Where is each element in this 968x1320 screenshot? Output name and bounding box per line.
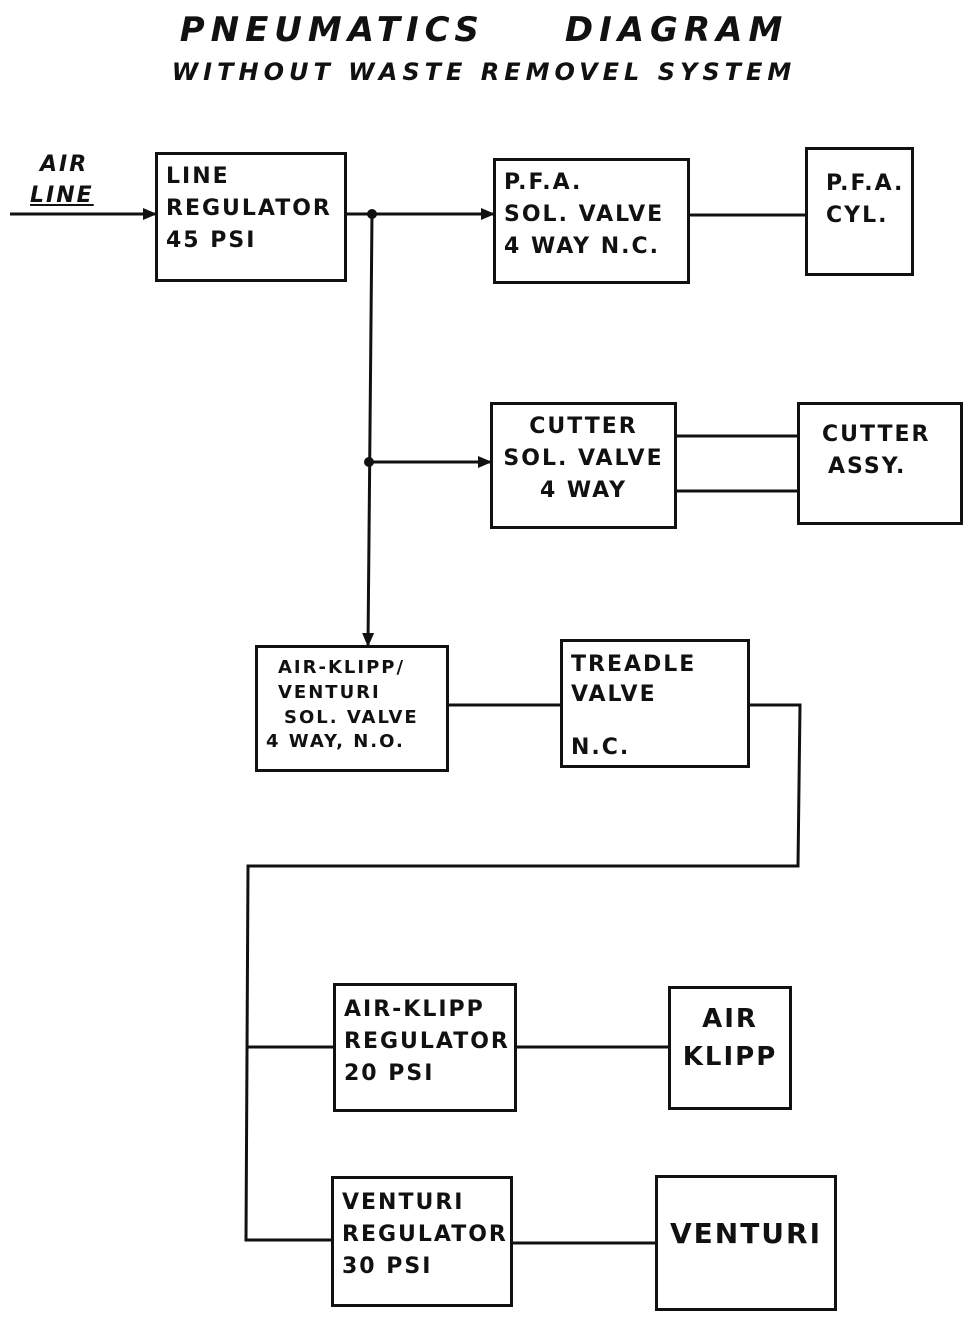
pfa-sol-valve-block: P.F.A. SOL. VALVE 4 WAY N.C. <box>493 158 690 284</box>
title-word-pneumatics: PNEUMATICS <box>179 10 485 50</box>
pfa-cyl-block: P.F.A. CYL. <box>805 147 914 276</box>
akv-valve-line1: AIR-KLIPP/ <box>278 657 406 678</box>
venturi-regulator-line2: REGULATOR <box>342 1221 508 1247</box>
treadle-line4: N.C. <box>571 735 631 761</box>
treadle-line1: TREADLE <box>571 652 697 677</box>
air-klipp-line2: KLIPP <box>682 1041 778 1072</box>
air-line-label-line2: LINE <box>30 182 94 208</box>
title-word-diagram: DIAGRAM <box>564 10 789 50</box>
cutter-valve-line1: CUTTER <box>529 414 638 439</box>
cutter-valve-line3: 4 WAY <box>539 477 628 503</box>
air-klipp-line1: AIR <box>702 1004 758 1034</box>
air-klipp-block: AIR KLIPP <box>668 986 792 1110</box>
cutter-assy-line1: CUTTER <box>822 422 931 447</box>
akv-valve-line4: 4 WAY, N.O. <box>266 731 405 753</box>
pfa-valve-line2: SOL. VALVE <box>504 201 665 227</box>
cutter-assy-line2: ASSY. <box>828 453 907 479</box>
venturi-regulator-block: VENTURI REGULATOR 30 PSI <box>331 1176 513 1307</box>
venturi-regulator-line1: VENTURI <box>342 1190 465 1215</box>
line-regulator-line2: REGULATOR <box>166 195 332 221</box>
air-klipp-venturi-valve-block: AIR-KLIPP/ VENTURI SOL. VALVE 4 WAY, N.O… <box>255 645 449 772</box>
junction-dot-top <box>367 209 377 219</box>
junction-dot-cutter <box>364 457 374 467</box>
venturi-regulator-line3: 30 PSI <box>342 1253 433 1279</box>
line-regulator-line3: 45 PSI <box>166 227 257 253</box>
cutter-assy-block: CUTTER ASSY. <box>797 402 963 525</box>
air-line-label-line1: AIR <box>40 152 89 177</box>
treadle-line3 <box>571 709 739 733</box>
pfa-valve-line3: 4 WAY N.C. <box>504 233 661 259</box>
ak-regulator-line1: AIR-KLIPP <box>344 997 485 1022</box>
cutter-valve-line2: SOL. VALVE <box>503 445 664 471</box>
line-regulator-block: LINE REGULATOR 45 PSI <box>155 152 347 282</box>
line-regulator-line1: LINE <box>166 164 230 189</box>
diagram-subtitle: WITHOUT WASTE REMOVEL SYSTEM <box>171 58 797 86</box>
air-line-label: AIR LINE <box>30 150 94 212</box>
main-trunk-line <box>362 213 375 647</box>
pfa-cyl-line2: CYL. <box>826 202 889 228</box>
pfa-valve-line1: P.F.A. <box>504 170 583 195</box>
akv-valve-line3: SOL. VALVE <box>284 706 419 728</box>
akv-valve-line2: VENTURI <box>278 681 381 703</box>
cutter-sol-valve-block: CUTTER SOL. VALVE 4 WAY <box>490 402 677 529</box>
pfa-cyl-line1: P.F.A. <box>826 171 905 196</box>
diagram-title: PNEUMATICS DIAGRAM <box>0 10 968 50</box>
treadle-valve-block: TREADLE VALVE N.C. <box>560 639 750 768</box>
treadle-line2: VALVE <box>571 681 657 707</box>
ak-regulator-line2: REGULATOR <box>344 1028 510 1054</box>
venturi-block: VENTURI <box>655 1175 837 1311</box>
venturi-line1: VENTURI <box>669 1217 823 1250</box>
ak-regulator-line3: 20 PSI <box>344 1060 435 1086</box>
air-klipp-regulator-block: AIR-KLIPP REGULATOR 20 PSI <box>333 983 517 1112</box>
treadle-output-line <box>244 703 802 1242</box>
